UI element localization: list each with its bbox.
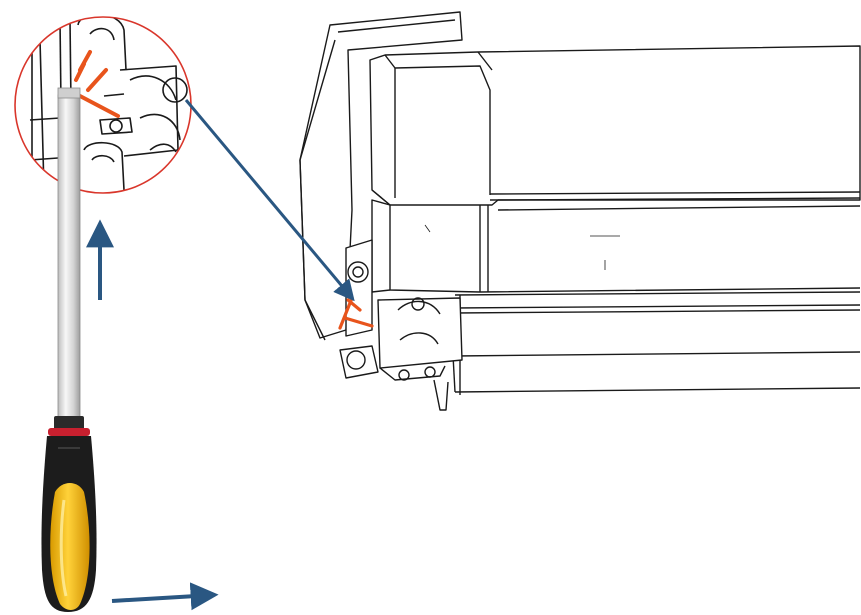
- release-lever-highlight: [338, 296, 374, 330]
- callout-leader-arrow: [184, 99, 355, 302]
- right-arrow-icon: [111, 582, 219, 611]
- awning-cassette-end-icon: [299, 11, 861, 411]
- magnified-bracket-detail: [14, 16, 192, 194]
- flathead-screwdriver-icon: [41, 87, 97, 612]
